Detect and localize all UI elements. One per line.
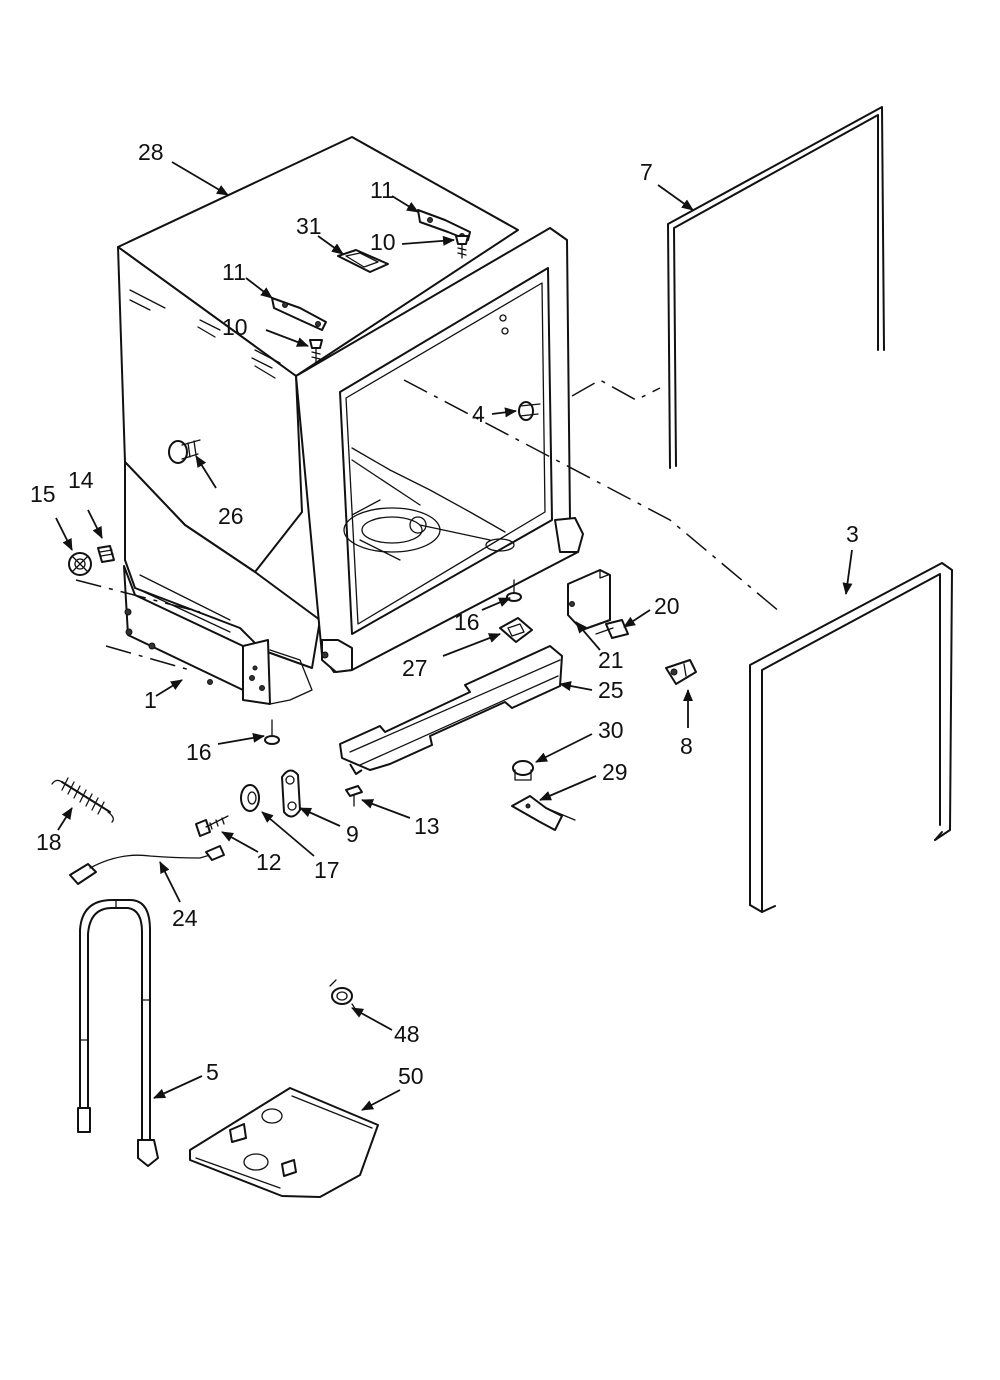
- plug-icon: [518, 401, 541, 421]
- pin-icon: [345, 785, 363, 807]
- vent-icon: [337, 249, 389, 273]
- callout-11: 11: [370, 177, 394, 203]
- hose-icon: [77, 899, 159, 1167]
- strike-icon: [665, 659, 697, 685]
- callout-20: 20: [654, 593, 680, 619]
- tub-gasket: [749, 562, 953, 913]
- bracket-icon: [567, 569, 611, 631]
- thermostat-icon: [512, 760, 534, 781]
- callout-27: 27: [402, 655, 428, 681]
- callout-10: 10: [370, 229, 396, 255]
- leader-arrows: [55, 161, 853, 1111]
- callout-8: 8: [680, 733, 693, 759]
- wire-icon: [69, 845, 225, 885]
- callout-5: 5: [206, 1059, 219, 1085]
- door-gasket: [667, 106, 885, 469]
- callout-25: 25: [598, 677, 624, 703]
- callout-labels: 28 11 31 10 11 10 7 4 26 15 14 3 20 16 2…: [30, 139, 859, 1089]
- panel-icon: [339, 645, 563, 775]
- screw-icon: [595, 619, 629, 639]
- screw-icon: [97, 545, 115, 563]
- screw-icon: [309, 235, 469, 363]
- callout-11: 11: [222, 259, 246, 285]
- callout-14: 14: [68, 467, 94, 493]
- base-bracket: [123, 565, 329, 705]
- nut-icon: [68, 552, 92, 576]
- callout-16: 16: [454, 609, 480, 635]
- spring-icon: [51, 777, 114, 823]
- callout-17: 17: [314, 857, 340, 883]
- bracket-icon: [511, 795, 576, 831]
- plug-icon: [168, 439, 201, 464]
- callout-31: 31: [296, 213, 322, 239]
- callout-18: 18: [36, 829, 62, 855]
- callout-24: 24: [172, 905, 198, 931]
- callout-15: 15: [30, 481, 56, 507]
- callout-3: 3: [846, 521, 859, 547]
- callout-7: 7: [640, 159, 653, 185]
- callout-30: 30: [598, 717, 624, 743]
- callout-26: 26: [218, 503, 244, 529]
- clip-icon: [499, 617, 533, 643]
- callout-50: 50: [398, 1063, 424, 1089]
- callout-12: 12: [256, 849, 282, 875]
- callout-4: 4: [472, 401, 485, 427]
- callout-48: 48: [394, 1021, 420, 1047]
- parts-bag-icon: [189, 1087, 379, 1198]
- callout-21: 21: [598, 647, 624, 673]
- callout-1: 1: [144, 687, 157, 713]
- washer-icon: [240, 784, 260, 812]
- tub-assembly: [117, 136, 584, 673]
- callout-28: 28: [138, 139, 164, 165]
- cam-icon: [281, 769, 301, 818]
- callout-10: 10: [222, 314, 248, 340]
- callout-29: 29: [602, 759, 628, 785]
- callout-9: 9: [346, 821, 359, 847]
- clamp-icon: [329, 979, 357, 1011]
- callout-16: 16: [186, 739, 212, 765]
- bolt-icon: [195, 815, 229, 837]
- callout-13: 13: [414, 813, 440, 839]
